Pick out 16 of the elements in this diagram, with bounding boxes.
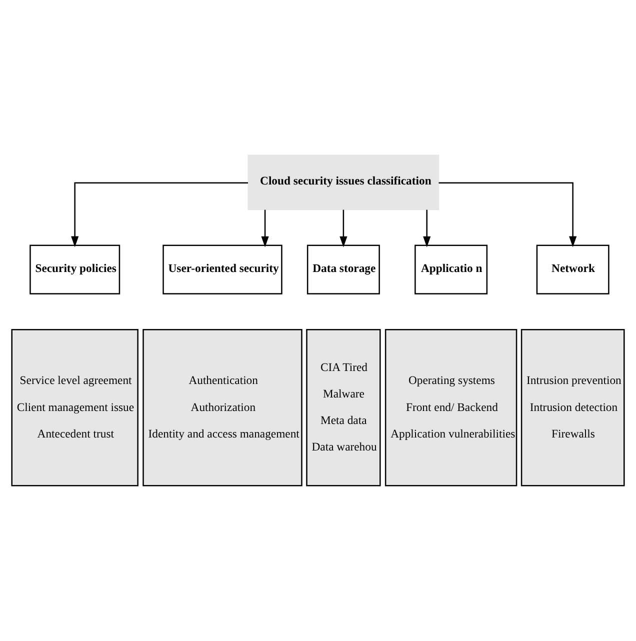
- node-box: CIA Tired Malware Meta data Data warehou: [306, 329, 381, 486]
- node-box: Cloud security issues classification: [248, 154, 440, 210]
- node-box: Network: [536, 244, 610, 294]
- node-box: Authentication Authorization Identity and access management: [142, 329, 302, 486]
- node-box: Data storage: [306, 244, 380, 294]
- node-box: Operating systems Front end/ Backend Application vulnerabilities: [384, 329, 518, 486]
- node-box: User-oriented security: [162, 244, 282, 294]
- node-box: Applicatio n: [414, 244, 488, 294]
- arrow: [340, 210, 348, 248]
- node-box: Security policies: [30, 244, 120, 294]
- arrow: [261, 210, 269, 248]
- arrow: [71, 182, 248, 248]
- node-box: Intrusion prevention Intrusion detection Firewalls: [520, 329, 625, 486]
- node-box: Service level agreement Client management issue Antecedent trust: [11, 329, 138, 486]
- arrow: [438, 182, 577, 248]
- arrow: [423, 210, 431, 248]
